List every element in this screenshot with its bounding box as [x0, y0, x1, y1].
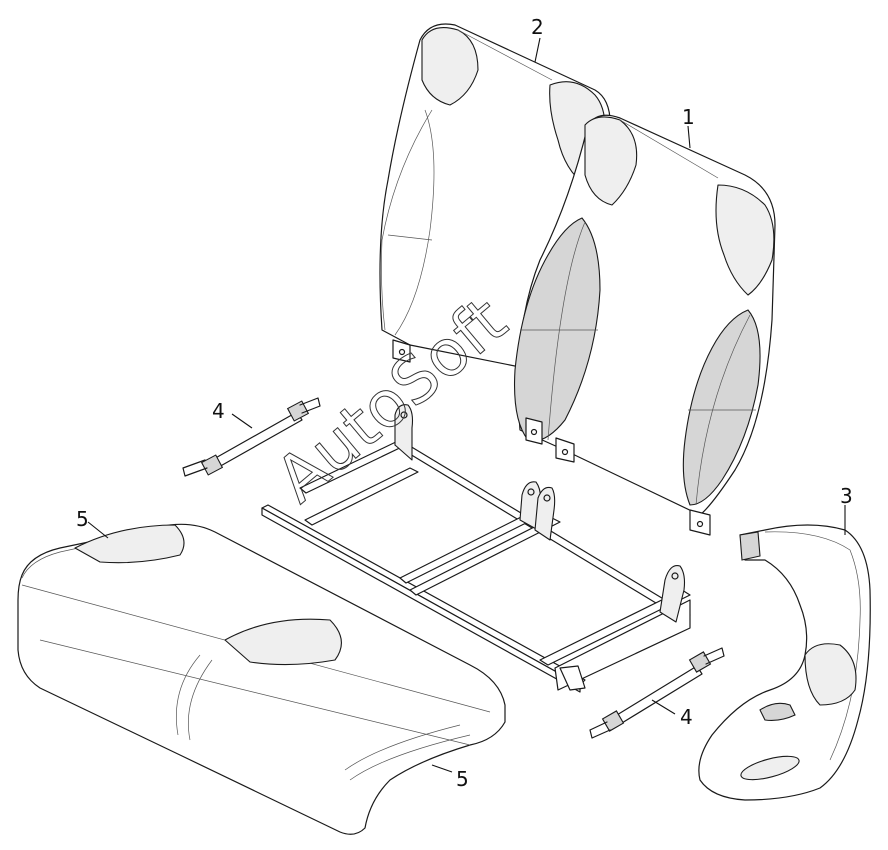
leader-1 [687, 125, 691, 149]
leader-4b [651, 699, 676, 715]
callout-4-lower: 4 [680, 705, 693, 729]
bar-part-4-upper [182, 397, 321, 477]
seat-back-front [514, 114, 776, 536]
bar-part-4-lower [589, 647, 725, 739]
callout-5-upper: 5 [76, 507, 89, 531]
callout-4-upper: 4 [212, 399, 225, 423]
leader-5b [431, 764, 453, 773]
callout-5-lower: 5 [456, 767, 469, 791]
leader-2 [534, 37, 541, 63]
seat-cushion [17, 523, 506, 835]
leader-4a [231, 413, 253, 429]
seat-frame [261, 404, 691, 693]
leader-5a [87, 521, 109, 539]
callout-1: 1 [682, 105, 695, 129]
side-bolster [698, 524, 871, 801]
callout-2: 2 [531, 15, 544, 39]
callout-3: 3 [840, 484, 853, 508]
